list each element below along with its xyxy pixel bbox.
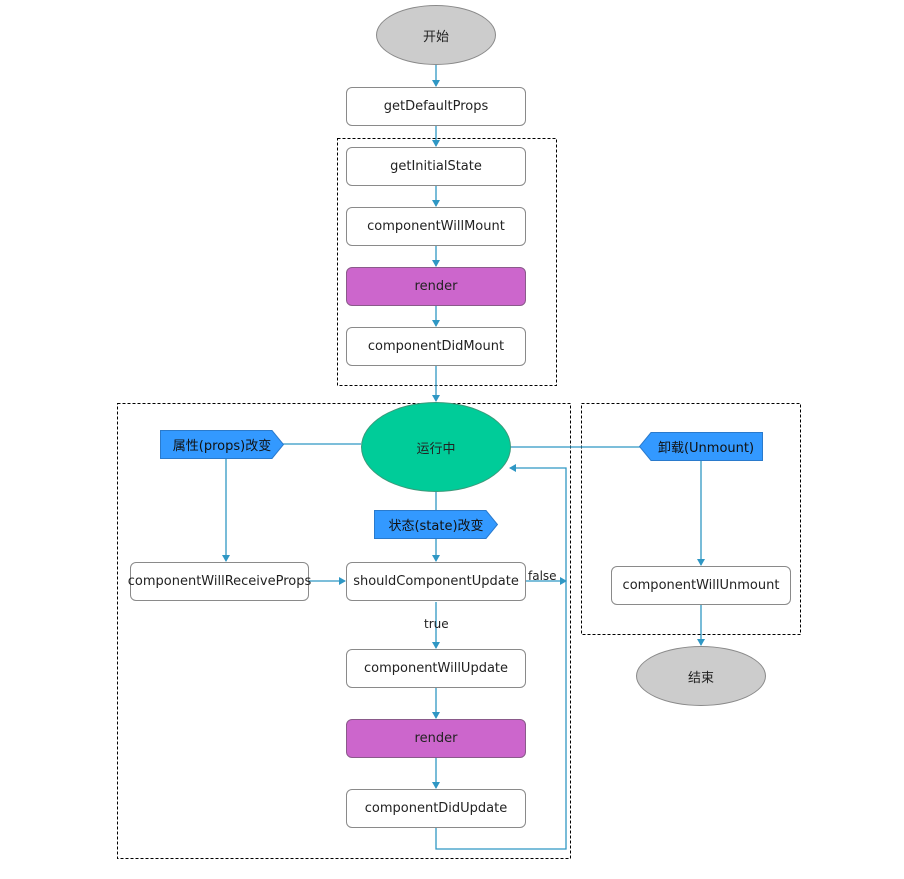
props-change-tag-shape [160,430,284,459]
edge-did-update-loop-back [435,464,567,850]
true-edge-label: true [424,617,449,631]
state-change-label: 状态(state)改变 [388,519,484,534]
component-did-mount-node: componentDidMount [346,327,526,366]
get-default-props-node: getDefaultProps [346,87,526,126]
false-edge-label: false [528,569,557,583]
state-change-tag: 状态(state)改变 [374,510,498,539]
component-will-update-node: componentWillUpdate [346,649,526,688]
component-did-update-node: componentDidUpdate [346,789,526,828]
get-initial-state-node: getInitialState [346,147,526,186]
component-will-mount-node: componentWillMount [346,207,526,246]
props-change-label: 属性(props)改变 [172,439,272,454]
running-node: 运行中 [361,402,511,492]
component-will-receive-props-node: componentWillReceiveProps [128,562,311,601]
state-change-tag-shape [374,510,498,539]
render-update-node: render [346,719,526,758]
render-mount-node: render [346,267,526,306]
unmount-tag-shape [639,432,763,461]
component-will-unmount-node: componentWillUnmount [611,566,791,605]
mount-group-box [337,138,557,386]
should-component-update-node: shouldComponentUpdate [346,562,526,601]
start-node: 开始 [376,5,496,65]
unmount-label: 卸载(Unmount) [657,441,755,456]
props-change-tag: 属性(props)改变 [160,430,284,459]
end-node: 结束 [636,646,766,706]
unmount-tag: 卸载(Unmount) [639,432,763,461]
update-group-box [117,403,571,859]
